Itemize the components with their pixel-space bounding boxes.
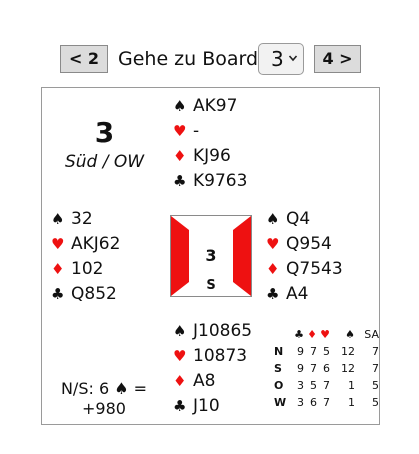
north-spades-row: ♠ AK97	[173, 94, 247, 119]
compass-dealer: S	[206, 278, 216, 293]
notrump-header: SA	[364, 328, 379, 341]
east-hearts: Q954	[286, 234, 332, 254]
next-board-button[interactable]: 4 >	[314, 45, 361, 73]
diamond-icon: ♦	[51, 260, 65, 278]
makeable-value: 7	[372, 362, 379, 375]
seat-label: N	[274, 345, 284, 358]
spade-icon: ♠	[345, 328, 355, 341]
hand-west: ♠ 32 ♥ AKJ62 ♦ 102 ♣ Q852	[51, 207, 120, 307]
west-diamonds: 102	[71, 259, 104, 279]
makeable-value: 1	[348, 396, 355, 409]
south-spades: J10865	[193, 321, 253, 341]
heart-icon: ♥	[320, 328, 330, 341]
diamond-icon: ♦	[173, 147, 187, 165]
east-vulnerable-marker	[233, 216, 251, 296]
club-icon: ♣	[173, 172, 187, 190]
diamond-icon: ♦	[266, 260, 280, 278]
makeable-value: 6	[323, 362, 330, 375]
makeable-value: 1	[348, 379, 355, 392]
north-diamonds-row: ♦ KJ96	[173, 144, 247, 169]
deal-diagram: 3 Süd / OW ♠AK97 ♥- ♦KJ96 ♣K9763 ♠32 ♥AK…	[41, 87, 380, 425]
club-icon: ♣	[173, 397, 187, 415]
club-icon: ♣	[266, 285, 280, 303]
makeable-value: 12	[341, 362, 355, 375]
west-hearts: AKJ62	[71, 234, 121, 254]
makeable-value: 7	[310, 345, 317, 358]
makeable-value: 7	[323, 396, 330, 409]
diamond-icon: ♦	[307, 328, 317, 341]
board-number: 3	[94, 116, 115, 149]
east-diamonds-row: ♦ Q7543	[266, 257, 343, 282]
spade-icon: ♠	[51, 210, 65, 228]
west-hearts-row: ♥ AKJ62	[51, 232, 120, 257]
goto-board-label: Gehe zu Board	[118, 48, 259, 70]
north-clubs: K9763	[193, 171, 248, 191]
board-select-value: 3	[271, 47, 284, 71]
south-hearts-row: ♥ 10873	[173, 344, 252, 369]
chevron-down-icon	[288, 55, 298, 62]
club-icon: ♣	[294, 328, 304, 341]
south-clubs-row: ♣ J10	[173, 394, 252, 419]
makeable-value: 9	[297, 345, 304, 358]
makeable-value: 7	[323, 379, 330, 392]
makeable-value: 7	[310, 362, 317, 375]
hand-south: ♠ J10865 ♥ 10873 ♦ A8 ♣ J10	[173, 319, 252, 419]
west-spades-row: ♠ 32	[51, 207, 120, 232]
heart-icon: ♥	[266, 235, 280, 253]
east-diamonds: Q7543	[286, 259, 343, 279]
south-hearts: 10873	[193, 346, 248, 366]
seat-label: W	[274, 396, 287, 409]
result-score: +980	[82, 399, 126, 418]
spade-icon: ♠	[173, 97, 187, 115]
heart-icon: ♥	[51, 235, 65, 253]
north-hearts: -	[193, 121, 200, 141]
east-clubs-row: ♣ A4	[266, 282, 343, 307]
hand-east: ♠ Q4 ♥ Q954 ♦ Q7543 ♣ A4	[266, 207, 343, 307]
makeable-value: 6	[310, 396, 317, 409]
makeable-value: 3	[297, 379, 304, 392]
east-spades-row: ♠ Q4	[266, 207, 343, 232]
north-spades: AK97	[193, 96, 238, 116]
board-select[interactable]: 3	[258, 43, 304, 75]
result-contract: N/S: 6 ♠ =	[60, 379, 148, 398]
north-diamonds: KJ96	[193, 146, 231, 166]
previous-board-button[interactable]: < 2	[60, 45, 108, 73]
south-diamonds: A8	[193, 371, 216, 391]
dealer-vulnerability: Süd / OW	[64, 152, 145, 172]
makeable-value: 3	[297, 396, 304, 409]
west-clubs-row: ♣ Q852	[51, 282, 120, 307]
south-diamonds-row: ♦ A8	[173, 369, 252, 394]
makeable-value: 5	[372, 396, 379, 409]
heart-icon: ♥	[173, 122, 187, 140]
vulnerability-indicator	[171, 216, 251, 296]
hand-north: ♠ AK97 ♥- ♦ KJ96 ♣ K9763	[173, 94, 247, 194]
east-clubs: A4	[286, 284, 309, 304]
east-spades: Q4	[286, 209, 311, 229]
compass-board-number: 3	[205, 246, 217, 265]
makeable-value: 5	[372, 379, 379, 392]
north-hearts-row: ♥-	[173, 119, 247, 144]
makeable-value: 7	[372, 345, 379, 358]
east-hearts-row: ♥ Q954	[266, 232, 343, 257]
heart-icon: ♥	[173, 347, 187, 365]
makeable-value: 12	[341, 345, 355, 358]
makeable-value: 5	[323, 345, 330, 358]
makeable-value: 9	[297, 362, 304, 375]
makeable-value: 5	[310, 379, 317, 392]
north-clubs-row: ♣ K9763	[173, 169, 247, 194]
contract-result: N/S: 6 ♠ = +980	[54, 379, 154, 419]
west-diamonds-row: ♦ 102	[51, 257, 120, 282]
west-clubs: Q852	[71, 284, 117, 304]
compass: 3 S	[170, 215, 252, 297]
west-vulnerable-marker	[171, 216, 189, 296]
seat-label: O	[274, 379, 284, 392]
club-icon: ♣	[51, 285, 65, 303]
diamond-icon: ♦	[173, 372, 187, 390]
south-clubs: J10	[193, 396, 220, 416]
west-spades: 32	[71, 209, 93, 229]
spade-icon: ♠	[266, 210, 280, 228]
seat-label: S	[274, 362, 282, 375]
spade-icon: ♠	[173, 322, 187, 340]
south-spades-row: ♠ J10865	[173, 319, 252, 344]
